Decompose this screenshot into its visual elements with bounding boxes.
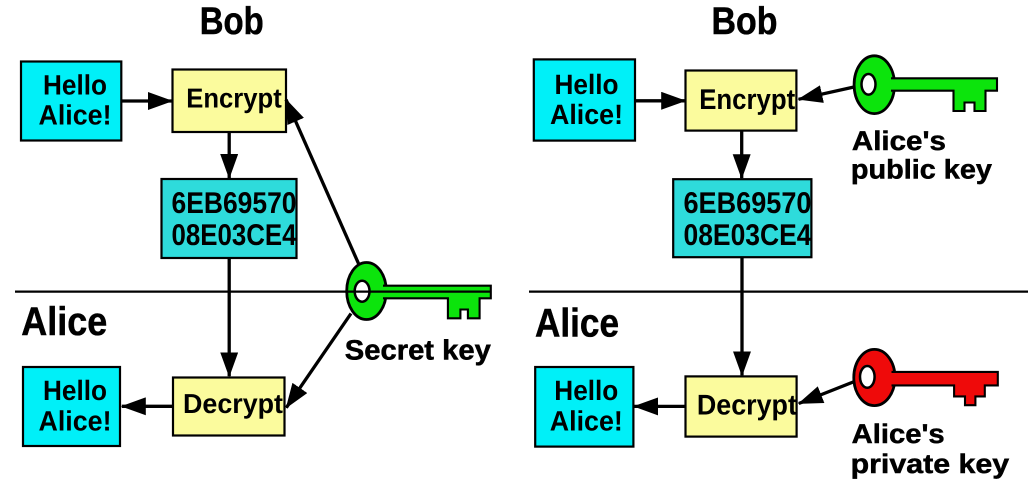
svg-text:Alice!: Alice!	[39, 100, 112, 131]
svg-text:6EB69570: 6EB69570	[172, 187, 297, 220]
svg-text:private key: private key	[851, 449, 1010, 479]
svg-text:Bob: Bob	[200, 0, 264, 43]
svg-text:Hello: Hello	[555, 69, 619, 100]
svg-text:Alice's: Alice's	[852, 126, 946, 156]
svg-text:Hello: Hello	[43, 375, 107, 406]
svg-text:Alice: Alice	[535, 302, 619, 346]
svg-text:Alice: Alice	[21, 300, 107, 344]
svg-text:Hello: Hello	[43, 69, 107, 100]
svg-text:Alice!: Alice!	[550, 406, 623, 437]
svg-text:Decrypt: Decrypt	[183, 388, 283, 419]
svg-text:08E03CE4: 08E03CE4	[172, 219, 297, 252]
svg-text:Decrypt: Decrypt	[697, 389, 797, 421]
svg-text:public key: public key	[851, 155, 992, 185]
svg-text:6EB69570: 6EB69570	[684, 187, 812, 220]
svg-text:08E03CE4: 08E03CE4	[684, 219, 812, 252]
svg-text:Alice!: Alice!	[39, 406, 112, 437]
svg-text:Encrypt: Encrypt	[186, 83, 282, 114]
svg-text:Encrypt: Encrypt	[699, 84, 795, 116]
svg-text:Secret key: Secret key	[345, 335, 491, 366]
svg-text:Hello: Hello	[554, 375, 618, 406]
svg-text:Alice!: Alice!	[550, 99, 623, 130]
svg-text:Bob: Bob	[712, 0, 778, 43]
svg-text:Alice's: Alice's	[852, 419, 945, 449]
